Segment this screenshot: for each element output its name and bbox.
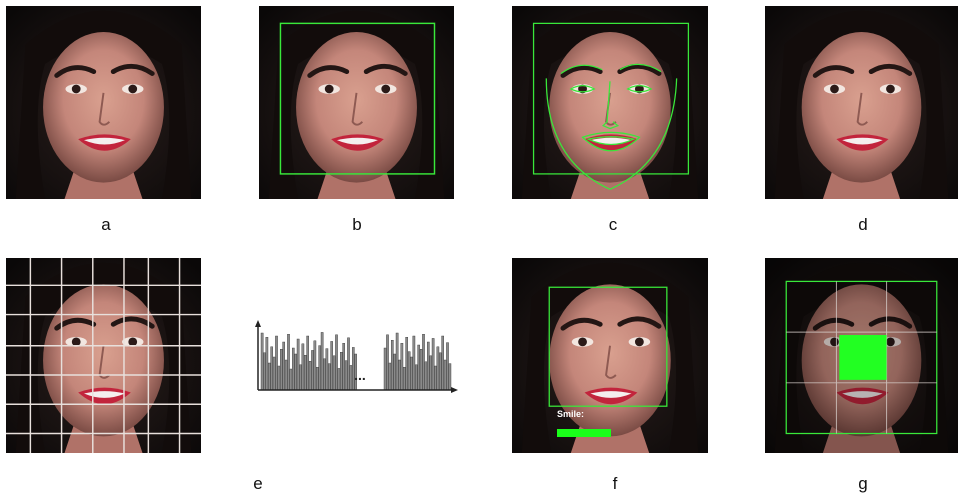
caption-g: g xyxy=(858,474,868,493)
histogram-bar xyxy=(292,347,295,391)
histogram-bar xyxy=(434,365,437,391)
histogram-bar xyxy=(386,334,389,391)
histogram-bar xyxy=(414,364,418,391)
histogram-bar xyxy=(436,346,440,391)
histogram-bar xyxy=(446,342,449,391)
panel-b-face-detection xyxy=(259,6,454,199)
detection-box xyxy=(785,280,938,435)
histogram-bar xyxy=(289,368,293,391)
detection-box xyxy=(548,286,668,407)
caption-a: a xyxy=(101,215,111,234)
histogram-bar xyxy=(306,335,309,391)
histogram-bar xyxy=(448,363,452,391)
highlighted-region xyxy=(839,335,887,380)
histogram-bar xyxy=(417,344,421,391)
histogram-bar xyxy=(272,356,276,391)
histogram-bar xyxy=(337,368,341,391)
histogram-bar xyxy=(304,355,307,391)
histogram-bar xyxy=(327,363,331,391)
histogram-bars-right xyxy=(383,332,452,391)
x-axis-arrow xyxy=(451,387,458,393)
histogram-bar xyxy=(280,349,283,391)
region-grid xyxy=(786,281,937,434)
histogram-bar xyxy=(332,355,336,391)
histogram-bar xyxy=(325,348,329,391)
panel-e-grid-face xyxy=(6,258,201,453)
histogram-bar xyxy=(410,356,413,391)
detection-box xyxy=(279,22,436,175)
histogram-bar xyxy=(330,341,333,391)
histogram-bar xyxy=(443,359,447,391)
histogram-bar xyxy=(270,346,274,391)
caption-c: c xyxy=(608,215,618,234)
histogram-bar xyxy=(388,362,392,391)
histogram-bar xyxy=(431,338,435,391)
histogram-bar xyxy=(339,352,343,391)
histogram-bar xyxy=(342,343,345,391)
panel-a-original-face xyxy=(6,6,201,199)
histogram-bar xyxy=(308,361,312,391)
histogram-bar xyxy=(395,332,399,391)
histogram-bars-left xyxy=(260,332,357,391)
histogram-bar xyxy=(424,361,428,391)
histogram-bar xyxy=(402,367,406,391)
histogram-bar xyxy=(299,364,302,391)
histogram-bar xyxy=(412,335,416,391)
histogram-bar xyxy=(265,337,269,391)
histogram-bar xyxy=(263,352,266,391)
histogram-bar xyxy=(335,334,338,391)
feature-histogram: ... xyxy=(255,320,458,393)
histogram-bar xyxy=(320,332,324,391)
histogram-bar xyxy=(315,367,319,391)
histogram-bar xyxy=(383,347,387,391)
histogram-bar xyxy=(398,359,401,391)
histogram-bar xyxy=(407,351,411,391)
panel-d-normalized-face xyxy=(765,6,958,199)
caption-f: f xyxy=(612,474,618,493)
histogram-bar xyxy=(438,352,442,391)
landmark-contours xyxy=(545,63,678,191)
caption-d: d xyxy=(858,215,868,234)
histogram-bar xyxy=(275,335,278,391)
histogram-bar xyxy=(287,334,290,391)
histogram-bar xyxy=(441,335,445,391)
histogram-bar xyxy=(422,334,425,391)
panel-g-region-grid xyxy=(765,258,958,453)
histogram-bar xyxy=(323,358,326,391)
histogram-bar xyxy=(405,337,409,391)
histogram-bar xyxy=(277,365,281,391)
feature-grid xyxy=(6,258,201,453)
caption-e: e xyxy=(253,474,263,493)
histogram-bar xyxy=(294,353,297,391)
histogram-bar xyxy=(419,349,423,391)
panel-f-smile-result: Smile: xyxy=(512,258,708,453)
histogram-bar xyxy=(268,362,271,391)
histogram-bar xyxy=(390,340,394,391)
histogram-bar xyxy=(400,343,404,391)
histogram-bar xyxy=(282,341,285,391)
histogram-bar xyxy=(313,340,317,391)
caption-b: b xyxy=(352,215,362,234)
histogram-bar xyxy=(301,343,305,391)
histogram-bar xyxy=(311,350,314,391)
histogram-bar xyxy=(260,332,264,391)
histogram-bar xyxy=(349,365,353,391)
histogram-bar xyxy=(347,337,350,391)
smile-score-bar xyxy=(557,429,611,437)
histogram-bar xyxy=(344,360,348,391)
histogram-bar xyxy=(284,359,288,391)
smile-label: Smile: xyxy=(557,409,585,419)
histogram-ellipsis: ... xyxy=(354,367,366,383)
histogram-bar xyxy=(429,355,433,391)
histogram-bar xyxy=(426,341,430,391)
y-axis-arrow xyxy=(255,320,261,327)
histogram-bar xyxy=(393,353,397,391)
histogram-bar xyxy=(296,338,300,391)
detection-box xyxy=(532,22,690,175)
panel-c-landmarks xyxy=(512,6,708,199)
histogram-bar xyxy=(318,345,321,391)
